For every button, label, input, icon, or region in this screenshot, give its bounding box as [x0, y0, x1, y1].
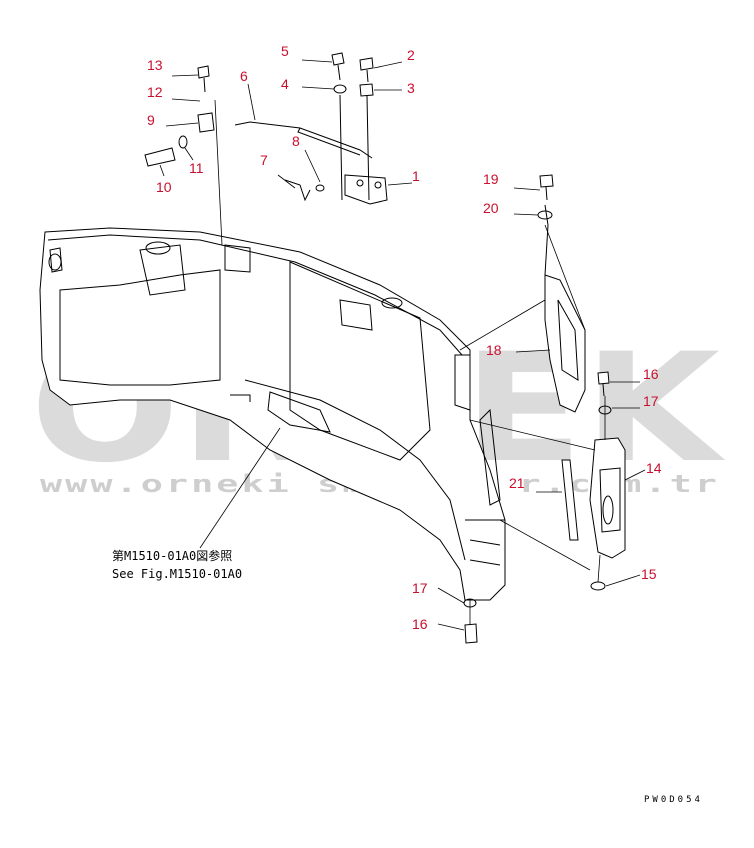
callout-1: 1: [412, 168, 420, 184]
clip: [284, 179, 325, 202]
callout-6: 6: [240, 68, 248, 84]
callout-18: 18: [486, 342, 502, 358]
callout-14: 14: [646, 460, 662, 476]
callout-4: 4: [281, 76, 289, 92]
callout-16a: 16: [643, 366, 659, 382]
rod: [234, 121, 373, 159]
reference-line-jp: 第M1510-01A0図参照: [112, 548, 232, 563]
leader-lines: [159, 59, 646, 631]
assembly-lines: [214, 99, 606, 625]
plate-21: [561, 459, 579, 541]
callout-21: 21: [509, 475, 525, 491]
callout-3: 3: [407, 80, 415, 96]
bolt-19: [537, 174, 554, 220]
counterweight-body: [39, 227, 506, 601]
callout-2: 2: [407, 47, 415, 63]
callout-20: 20: [483, 200, 499, 216]
callouts: 1 2 3 4 5 6 7 8 9 10 11 12 13 14 15 16 1…: [147, 43, 662, 632]
callout-10: 10: [156, 179, 172, 195]
callout-9: 9: [147, 112, 155, 128]
callout-11: 11: [189, 160, 204, 176]
latch-block: [144, 112, 215, 167]
callout-16b: 16: [412, 616, 428, 632]
callout-19: 19: [483, 171, 499, 187]
callout-5: 5: [281, 43, 289, 59]
bottom-bolt: [463, 598, 478, 644]
callout-7: 7: [260, 152, 268, 168]
side-cover-14: [589, 371, 626, 591]
top-bolts: [197, 52, 374, 201]
callout-17a: 17: [643, 393, 659, 409]
side-cover-18: [544, 204, 586, 413]
reference-note: 第M1510-01A0図参照 See Fig.M1510-01A0: [112, 548, 242, 581]
callout-13: 13: [147, 57, 163, 73]
hinge-bracket: [344, 174, 388, 205]
callout-15: 15: [641, 566, 657, 582]
callout-8: 8: [292, 133, 300, 149]
drawing-code: PW0D054: [644, 795, 703, 805]
reference-line-en: See Fig.M1510-01A0: [112, 567, 242, 581]
callout-17b: 17: [412, 580, 428, 596]
callout-12: 12: [147, 84, 163, 100]
